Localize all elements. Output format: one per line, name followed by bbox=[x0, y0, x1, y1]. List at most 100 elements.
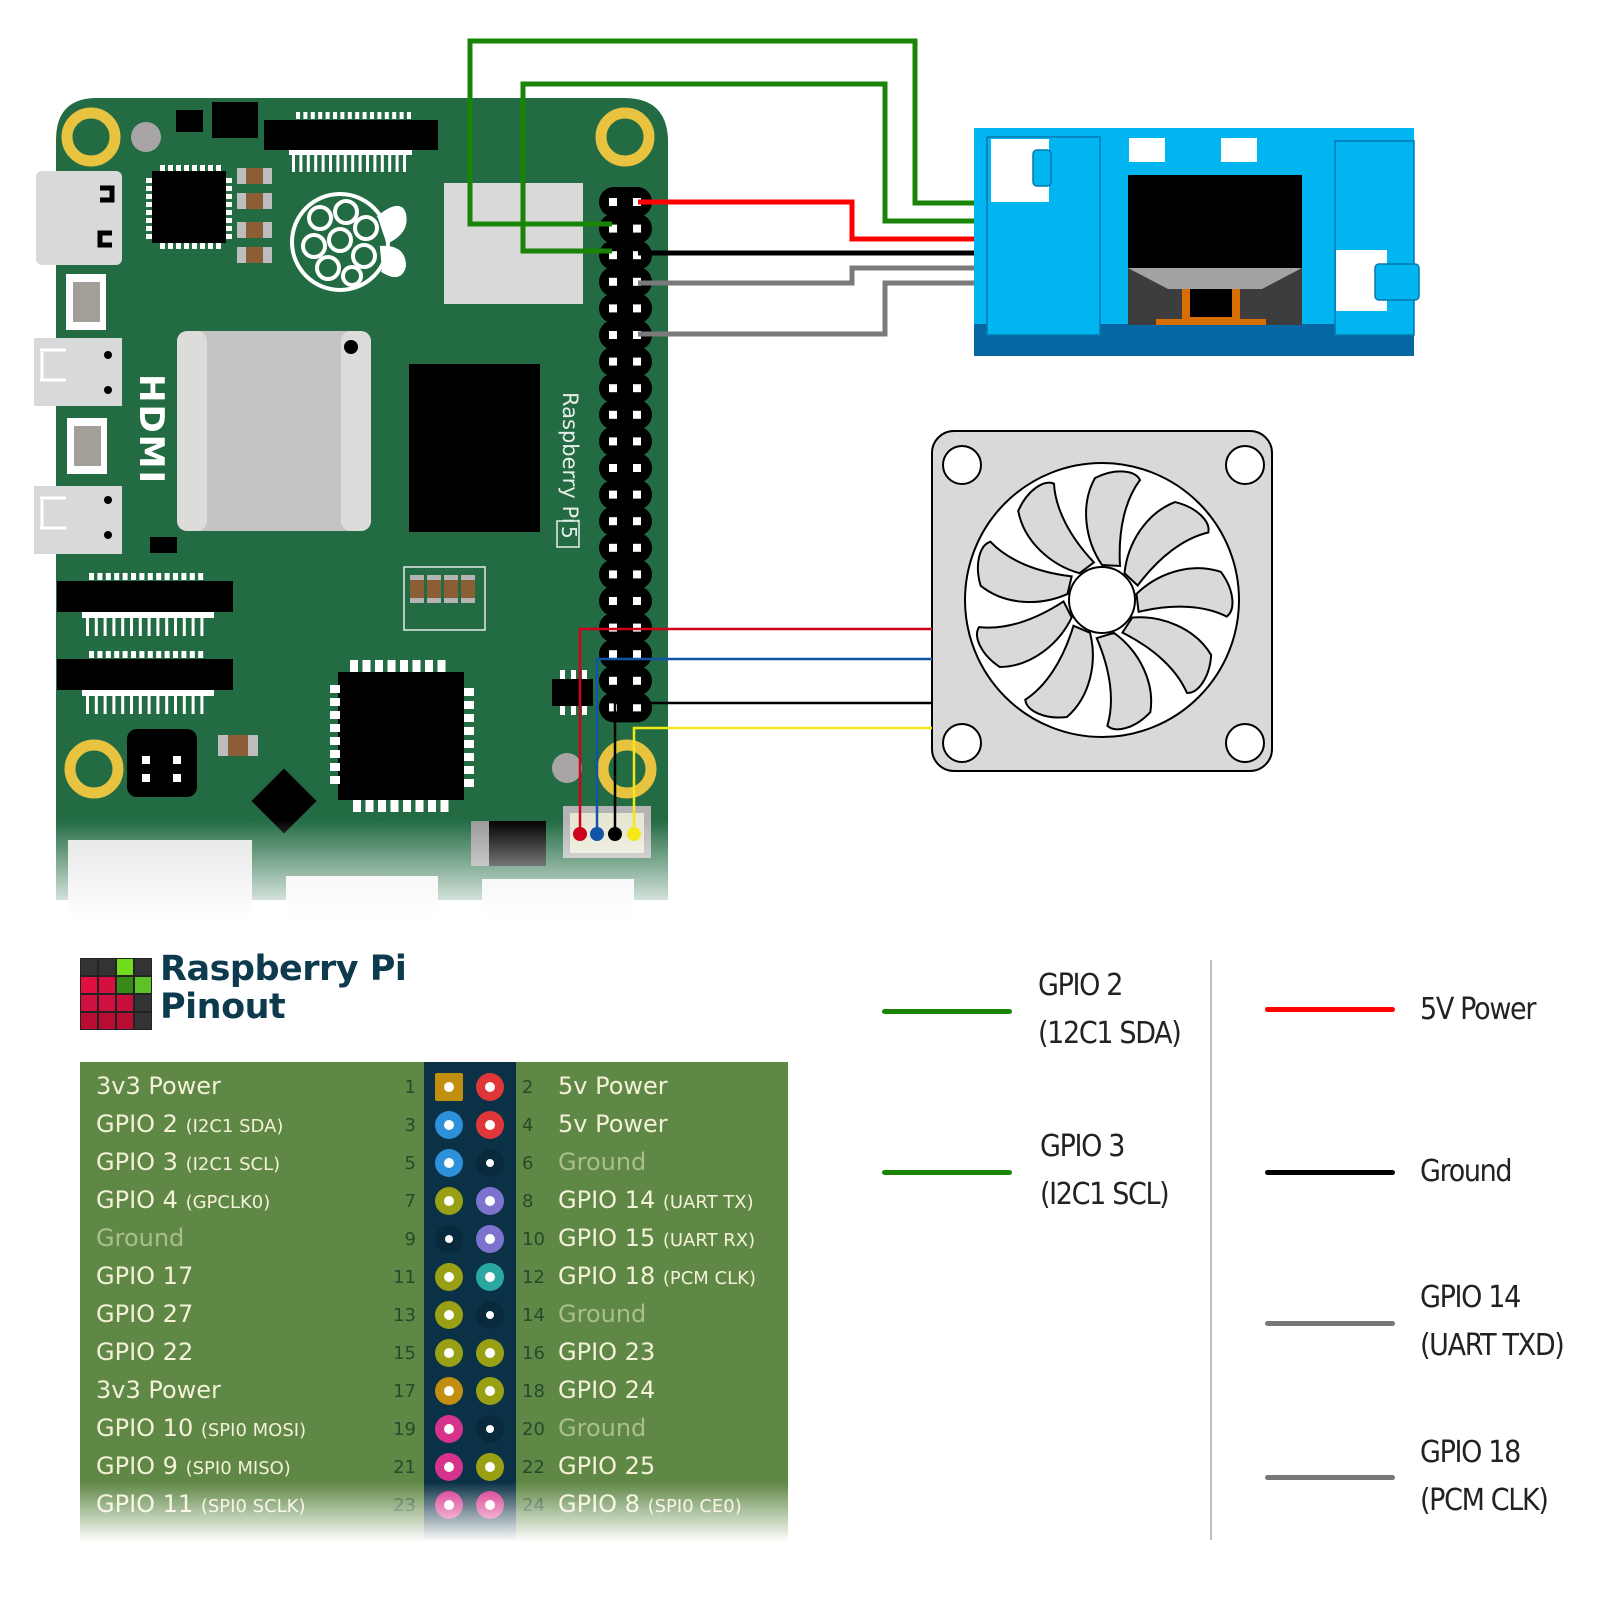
logo-cell bbox=[99, 977, 115, 993]
gpio-pin bbox=[633, 543, 641, 552]
gpio-header bbox=[599, 187, 652, 723]
pin-dot-icon bbox=[435, 1263, 463, 1291]
pin-label-right: 5v Power bbox=[558, 1072, 668, 1100]
gpio-pin-pair bbox=[599, 399, 652, 430]
chip-pad bbox=[160, 165, 165, 171]
led-icon bbox=[552, 753, 582, 783]
connector-tooth bbox=[325, 112, 330, 119]
connector-tooth bbox=[358, 155, 362, 172]
pin-number-left: 3 bbox=[404, 1115, 416, 1136]
chip-leg bbox=[582, 706, 587, 715]
gpio-pin bbox=[633, 251, 641, 260]
connector-tooth bbox=[112, 618, 116, 636]
gpio-pin bbox=[633, 198, 641, 206]
connector-tooth bbox=[97, 651, 103, 658]
pin-dot-icon bbox=[435, 1415, 463, 1443]
gpio-pin bbox=[633, 597, 641, 605]
legend-label-line1: Ground bbox=[1420, 1154, 1513, 1189]
pin-number-left: 5 bbox=[404, 1153, 416, 1174]
connector-tooth bbox=[105, 651, 111, 658]
gpio-pin bbox=[633, 464, 641, 472]
chip-pad bbox=[200, 165, 205, 171]
connector-tooth bbox=[377, 112, 382, 119]
gpio-pin bbox=[609, 543, 617, 552]
pinout-title-line2: Pinout bbox=[160, 987, 286, 1027]
fan-blue-wire bbox=[595, 657, 932, 834]
chip-pad bbox=[176, 243, 181, 249]
chip-pad bbox=[226, 210, 232, 215]
chip-pad bbox=[403, 800, 411, 812]
connector-tooth bbox=[94, 696, 98, 714]
pin-dot-icon bbox=[435, 1187, 463, 1215]
fan-connector-pin bbox=[608, 827, 622, 841]
pin-number-right: 2 bbox=[522, 1077, 534, 1098]
pin-number-right: 16 bbox=[522, 1343, 545, 1364]
pin-number-right: 22 bbox=[522, 1457, 545, 1478]
connector-tooth bbox=[303, 112, 308, 119]
connector-tooth bbox=[121, 618, 125, 636]
pin-number-left: 19 bbox=[393, 1419, 416, 1440]
legend-swatch bbox=[1265, 1321, 1395, 1326]
gpio-pin bbox=[609, 331, 617, 339]
pin-dot-icon bbox=[476, 1377, 504, 1405]
chip-pad bbox=[400, 660, 408, 672]
pin-dot-icon bbox=[476, 1453, 504, 1481]
gpio-pin bbox=[633, 517, 641, 526]
chip-pad bbox=[160, 243, 165, 249]
pin-number-right: 4 bbox=[522, 1115, 534, 1136]
button-component bbox=[176, 110, 203, 132]
chip-pad bbox=[464, 727, 474, 735]
micro-hdmi-port-1 bbox=[34, 486, 122, 554]
logo-cell bbox=[117, 959, 133, 975]
chip-pad bbox=[330, 711, 340, 719]
pin-number-left: 7 bbox=[404, 1191, 416, 1212]
gpio-pin-pair bbox=[599, 665, 652, 696]
connector-tooth bbox=[373, 155, 377, 172]
gpio-pin-pair bbox=[599, 213, 652, 244]
gpio-pin-pair bbox=[599, 532, 652, 563]
connector-tooth bbox=[112, 696, 116, 714]
connector-tooth bbox=[105, 573, 111, 580]
gpio-pin-pair bbox=[599, 266, 652, 297]
gpio-pin-pair bbox=[599, 559, 652, 590]
connector-tooth bbox=[318, 112, 323, 119]
power-wire bbox=[638, 199, 974, 242]
connector-tooth bbox=[174, 618, 177, 636]
board-model-number: 5 bbox=[557, 526, 581, 539]
pin-dot-icon bbox=[435, 1339, 463, 1367]
pinout-title-line1: Raspberry Pi bbox=[160, 949, 407, 989]
connector-tooth bbox=[89, 651, 94, 658]
connector-tooth bbox=[189, 573, 195, 580]
fan-screw-hole bbox=[942, 445, 982, 485]
chip-pad bbox=[350, 660, 358, 672]
chip-pad bbox=[353, 800, 361, 812]
chip-pad bbox=[146, 202, 152, 207]
chip-pad bbox=[464, 714, 474, 722]
pin-label-left: GPIO 9 (SPI0 MISO) bbox=[96, 1452, 291, 1480]
chip-pad bbox=[362, 660, 371, 672]
connector-tooth bbox=[395, 155, 399, 172]
legend-label: GPIO 3(I2C1 SCL) bbox=[1040, 1123, 1170, 1219]
pin-number-right: 18 bbox=[522, 1381, 545, 1402]
gpio-pin bbox=[633, 304, 641, 313]
chip-pad bbox=[464, 688, 474, 696]
scl-wire bbox=[520, 81, 974, 254]
gpio-pin bbox=[609, 198, 617, 206]
gpio-pin bbox=[609, 623, 617, 632]
legend-label-line1: GPIO 2 bbox=[1038, 968, 1123, 1003]
connector-tooth bbox=[200, 618, 204, 636]
model-box bbox=[556, 520, 580, 548]
fan-blades bbox=[976, 470, 1234, 731]
legend-label-line2: (12C1 SDA) bbox=[1038, 1016, 1182, 1051]
legend-label-line1: GPIO 3 bbox=[1040, 1129, 1125, 1164]
gpio-pin-pair bbox=[599, 692, 652, 723]
fan-screw-hole bbox=[1225, 445, 1265, 485]
chip-pad bbox=[208, 165, 213, 171]
connector-tooth bbox=[121, 696, 125, 714]
gpio-pin bbox=[609, 676, 617, 685]
connector-tooth bbox=[336, 155, 340, 172]
gpio-pin bbox=[633, 277, 641, 286]
chip-pad bbox=[146, 218, 152, 223]
gpio-pin bbox=[633, 384, 641, 393]
